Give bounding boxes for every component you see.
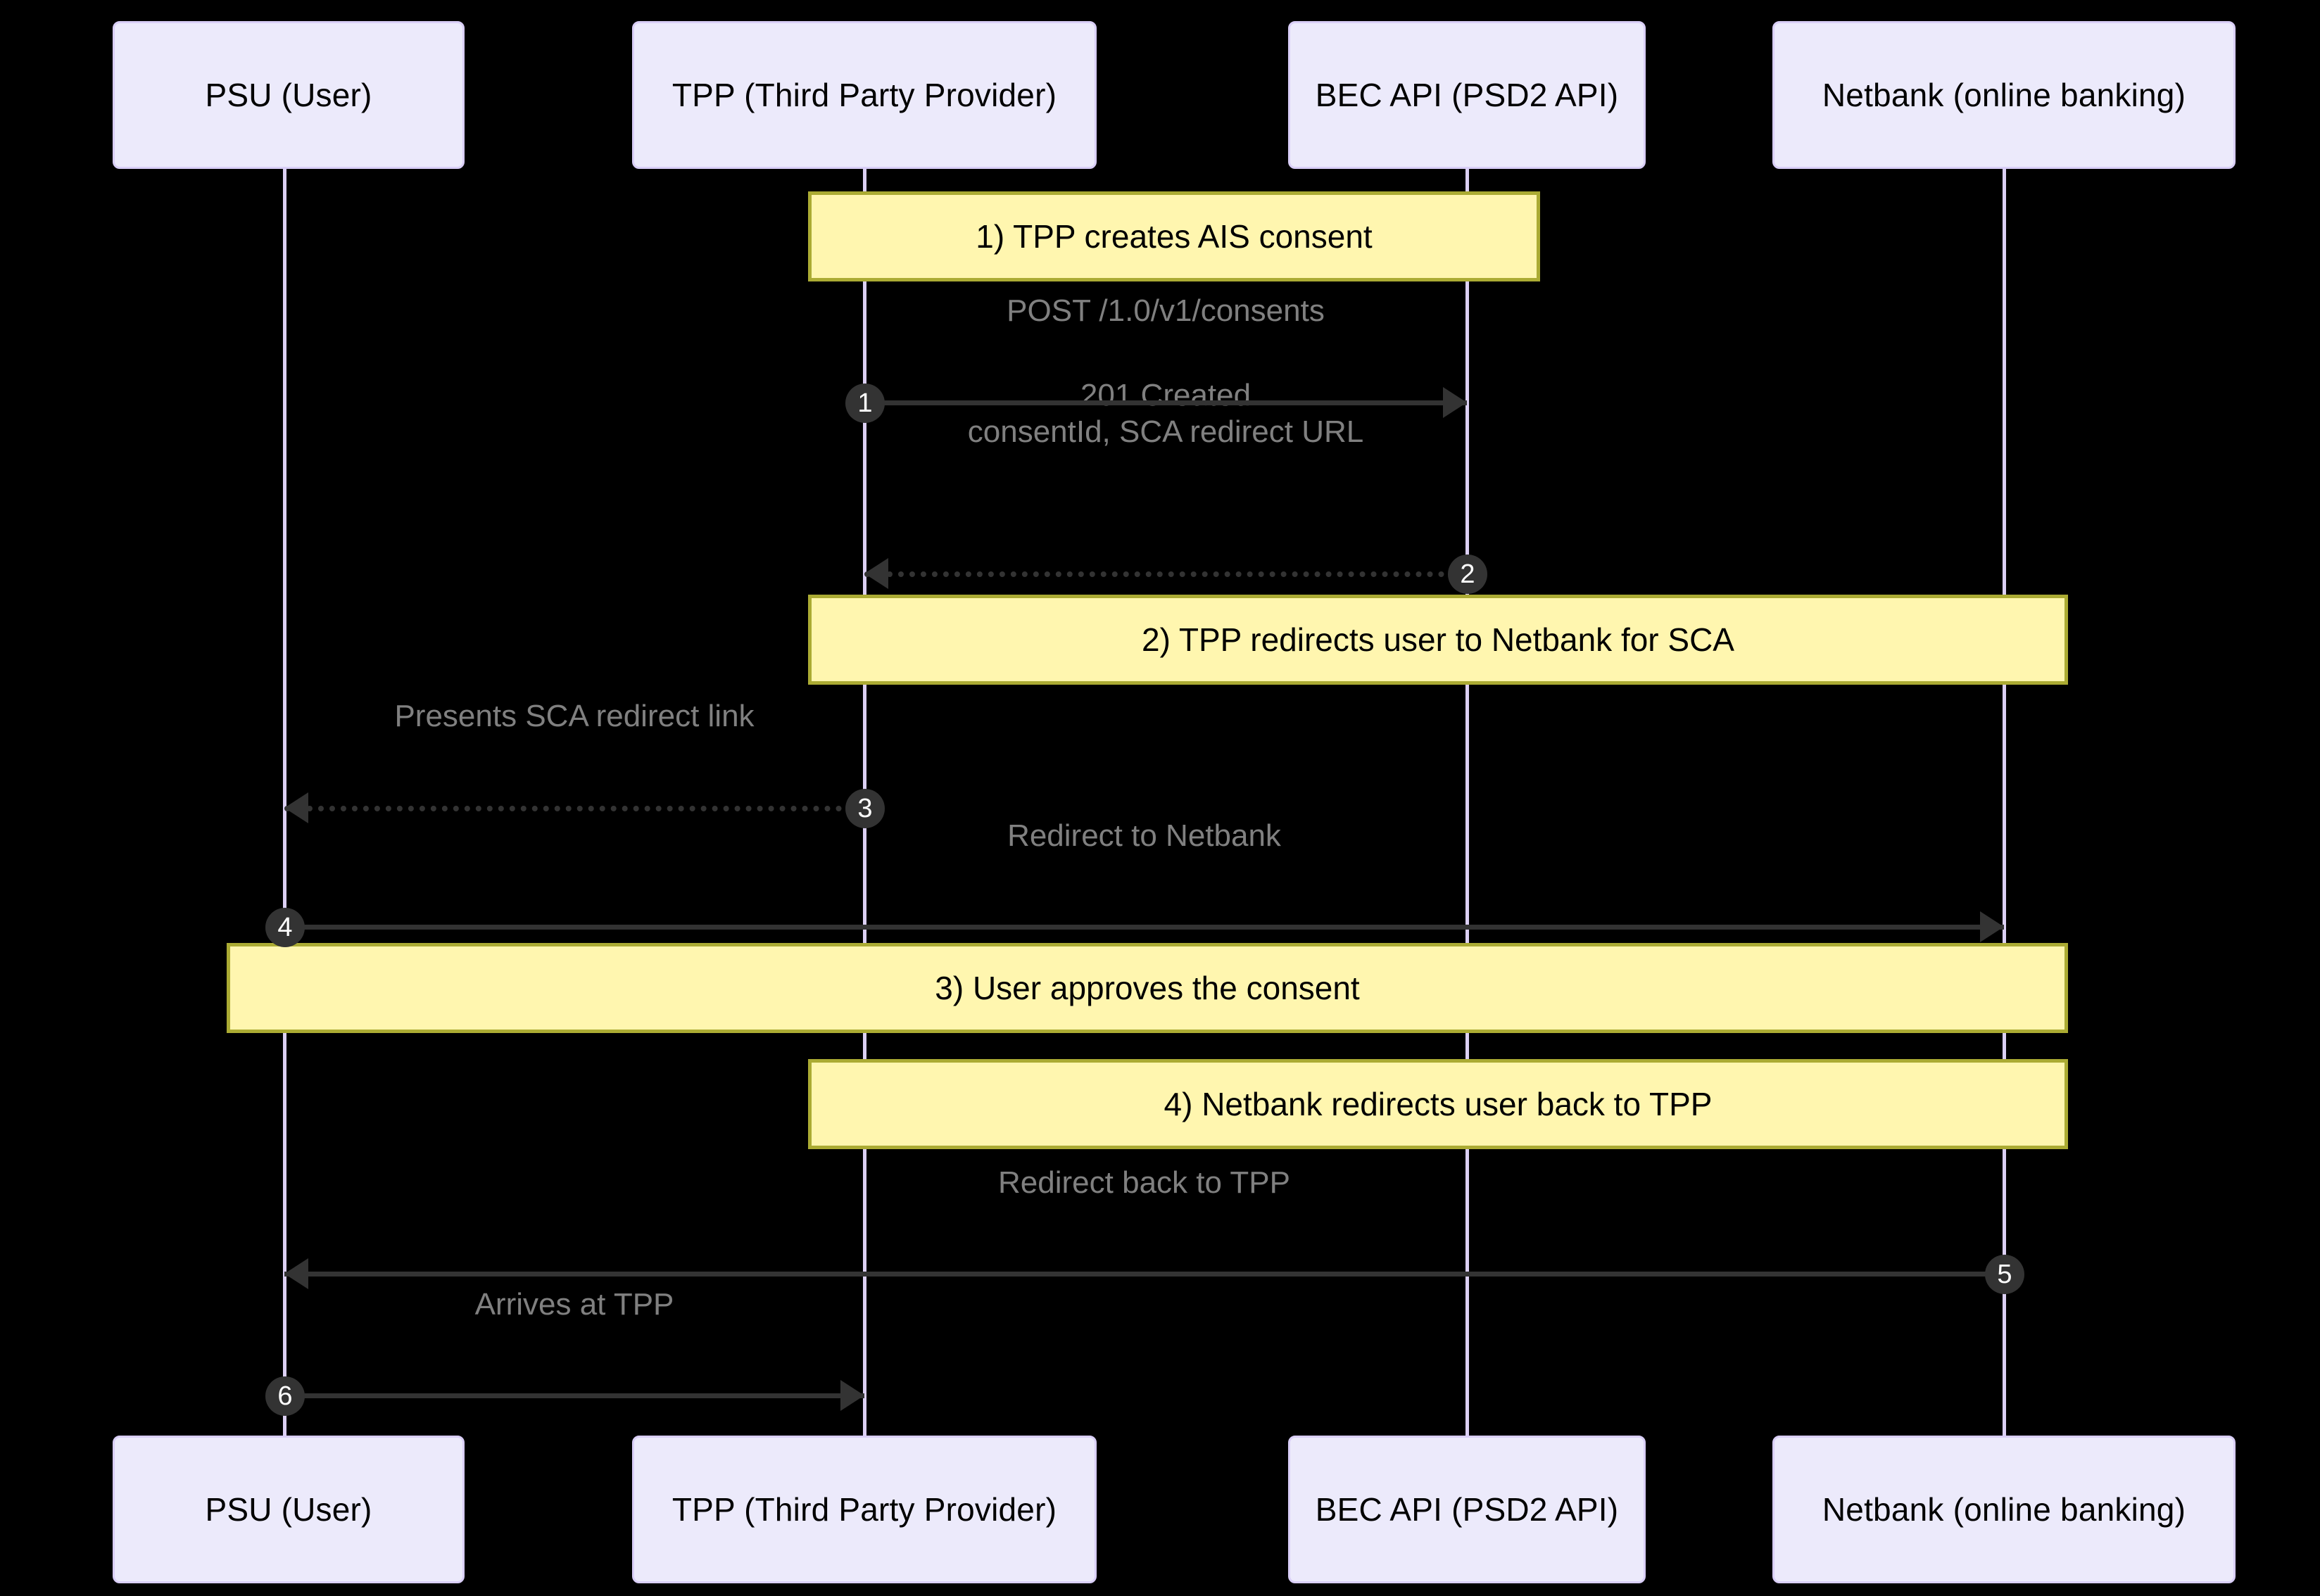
participant-label: Netbank (online banking)	[1822, 1491, 2186, 1528]
participant-tpp-bottom[interactable]: TPP (Third Party Provider)	[632, 1436, 1097, 1583]
note-text: 4) Netbank redirects user back to TPP	[1164, 1086, 1713, 1122]
participant-netbank-bottom[interactable]: Netbank (online banking)	[1772, 1436, 2236, 1583]
sequence-number-4: 4	[265, 908, 305, 947]
message-arrowhead-4	[1980, 911, 2004, 942]
participant-tpp-top[interactable]: TPP (Third Party Provider)	[632, 21, 1097, 169]
participant-bec-top[interactable]: BEC API (PSD2 API)	[1288, 21, 1646, 169]
message-arrowhead-6	[840, 1380, 864, 1411]
message-arrowhead-3	[284, 792, 308, 823]
participant-label: PSU (User)	[205, 1491, 372, 1528]
note-note4: 4) Netbank redirects user back to TPP	[808, 1059, 2068, 1149]
message-label-3: Presents SCA redirect link	[394, 699, 755, 734]
note-note1: 1) TPP creates AIS consent	[808, 191, 1540, 281]
message-label-1: POST /1.0/v1/consents	[1007, 293, 1325, 329]
message-label-5: Redirect back to TPP	[998, 1165, 1290, 1201]
lifeline-netbank	[2003, 169, 2006, 1436]
message-label-2: 201 Created consentId, SCA redirect URL	[967, 378, 1364, 450]
note-note2: 2) TPP redirects user to Netbank for SCA	[808, 595, 2068, 685]
participant-bec-bottom[interactable]: BEC API (PSD2 API)	[1288, 1436, 1646, 1583]
message-line-5	[284, 1272, 2004, 1277]
participant-netbank-top[interactable]: Netbank (online banking)	[1772, 21, 2236, 169]
message-line-1	[864, 400, 1467, 405]
message-label-4: Redirect to Netbank	[1007, 818, 1281, 854]
sequence-number-6: 6	[265, 1376, 305, 1416]
message-line-3	[284, 806, 864, 811]
participant-psu-bottom[interactable]: PSU (User)	[113, 1436, 465, 1583]
participant-label: BEC API (PSD2 API)	[1315, 77, 1619, 113]
note-text: 1) TPP creates AIS consent	[976, 218, 1373, 255]
note-text: 3) User approves the consent	[935, 970, 1360, 1006]
message-arrowhead-1	[1443, 387, 1467, 418]
participant-label: PSU (User)	[205, 77, 372, 113]
note-note3: 3) User approves the consent	[227, 943, 2068, 1033]
sequence-number-1: 1	[845, 384, 885, 423]
message-line-4	[284, 925, 2004, 930]
sequence-number-5: 5	[1985, 1255, 2024, 1294]
message-line-2	[864, 571, 1467, 577]
participant-psu-top[interactable]: PSU (User)	[113, 21, 465, 169]
participant-label: TPP (Third Party Provider)	[672, 77, 1057, 113]
participant-label: Netbank (online banking)	[1822, 77, 2186, 113]
sequence-number-3: 3	[845, 789, 885, 828]
participant-label: BEC API (PSD2 API)	[1315, 1491, 1619, 1528]
sequence-number-2: 2	[1448, 555, 1487, 594]
lifeline-bec	[1465, 169, 1469, 1436]
message-arrowhead-2	[864, 558, 888, 589]
message-label-6: Arrives at TPP	[474, 1287, 674, 1322]
message-line-6	[284, 1393, 864, 1398]
participant-label: TPP (Third Party Provider)	[672, 1491, 1057, 1528]
message-arrowhead-5	[284, 1258, 308, 1289]
note-text: 2) TPP redirects user to Netbank for SCA	[1142, 621, 1734, 658]
